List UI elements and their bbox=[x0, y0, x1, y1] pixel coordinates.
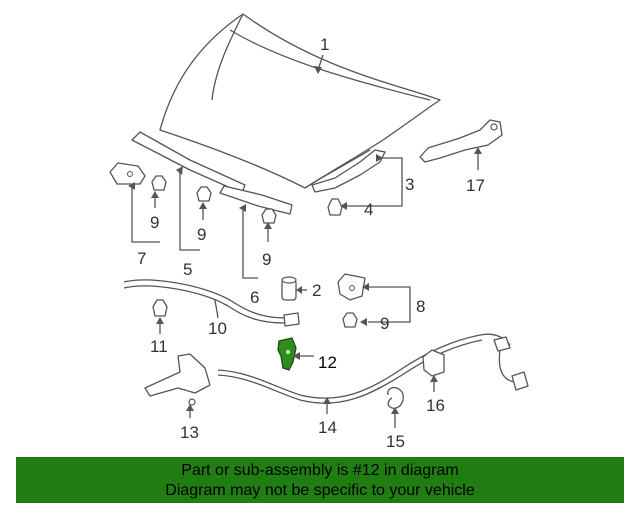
callout-8: 8 bbox=[416, 297, 425, 316]
callout-2: 2 bbox=[312, 281, 321, 300]
clip-part[interactable] bbox=[342, 312, 358, 328]
callout-17: 17 bbox=[466, 176, 485, 195]
callout-11: 11 bbox=[150, 337, 168, 356]
rod-clip-part[interactable] bbox=[152, 299, 168, 317]
release-cable-part[interactable] bbox=[217, 333, 529, 404]
callout-3: 3 bbox=[405, 175, 414, 194]
cable-clamp-part[interactable] bbox=[387, 386, 404, 409]
release-rod-part[interactable] bbox=[123, 279, 300, 327]
hood-latch-part-highlighted[interactable] bbox=[277, 337, 297, 371]
callout-15: 15 bbox=[386, 432, 405, 451]
hood-hinge-part[interactable] bbox=[311, 149, 386, 193]
callout-14: 14 bbox=[318, 418, 337, 437]
callout-13: 13 bbox=[180, 423, 199, 442]
callout-1: 1 bbox=[320, 35, 329, 54]
callout-9: 9 bbox=[197, 225, 206, 244]
release-lever-part[interactable] bbox=[144, 353, 211, 406]
clip-part[interactable] bbox=[196, 186, 212, 202]
hood-side-bracket-part[interactable] bbox=[419, 119, 503, 163]
callout-5: 5 bbox=[183, 260, 192, 279]
callout-9: 9 bbox=[150, 213, 159, 232]
hood-part[interactable] bbox=[159, 13, 441, 189]
hood-seal-strip-part[interactable] bbox=[131, 131, 246, 194]
callout-16: 16 bbox=[426, 396, 445, 415]
hood-lock-part[interactable] bbox=[422, 349, 445, 377]
part-info-banner: Part or sub-assembly is #12 in diagram D… bbox=[16, 457, 624, 503]
clip-part[interactable] bbox=[261, 208, 277, 224]
arrowheads bbox=[128, 66, 482, 414]
hood-molding-part[interactable] bbox=[219, 185, 293, 215]
banner-line-disclaimer: Diagram may not be specific to your vehi… bbox=[165, 482, 475, 499]
callout-labels: 1 2 3 4 5 6 7 8 9 9 9 9 10 11 12 13 14 1… bbox=[137, 35, 485, 451]
hood-plate-part[interactable] bbox=[109, 162, 146, 185]
callout-9: 9 bbox=[262, 250, 271, 269]
callout-12: 12 bbox=[318, 353, 337, 372]
banner-line-part-number: Part or sub-assembly is #12 in diagram bbox=[181, 462, 459, 479]
callout-7: 7 bbox=[137, 249, 146, 268]
hood-bolt-part[interactable] bbox=[327, 198, 343, 216]
callout-9: 9 bbox=[380, 314, 389, 333]
callout-6: 6 bbox=[250, 288, 259, 307]
callout-10: 10 bbox=[208, 319, 227, 338]
callout-4: 4 bbox=[364, 200, 373, 219]
latch-plate-part[interactable] bbox=[337, 273, 366, 301]
clip-part[interactable] bbox=[151, 175, 167, 191]
hood-stopper-part[interactable] bbox=[281, 276, 297, 301]
